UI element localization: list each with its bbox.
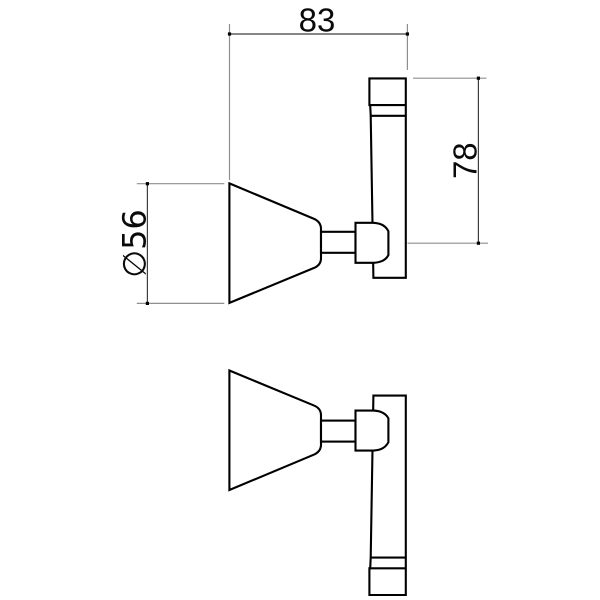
dimension-height: 78 [407, 76, 488, 245]
dimension-tick [476, 241, 480, 245]
dimension-tick [145, 182, 149, 186]
dimension-tick [145, 301, 149, 305]
view-lever-up [228, 77, 407, 304]
dimension-height-label: 78 [447, 142, 484, 179]
dimension-diameter: ∅56 [116, 182, 225, 305]
view-lever-down [228, 369, 407, 597]
dimension-width: 83 [227, 2, 409, 180]
dimension-tick [405, 32, 409, 36]
dimension-width-label: 83 [299, 2, 336, 39]
dimension-tick [227, 32, 232, 36]
dimension-diameter-label: ∅56 [116, 209, 154, 278]
dimension-tick [476, 76, 480, 80]
